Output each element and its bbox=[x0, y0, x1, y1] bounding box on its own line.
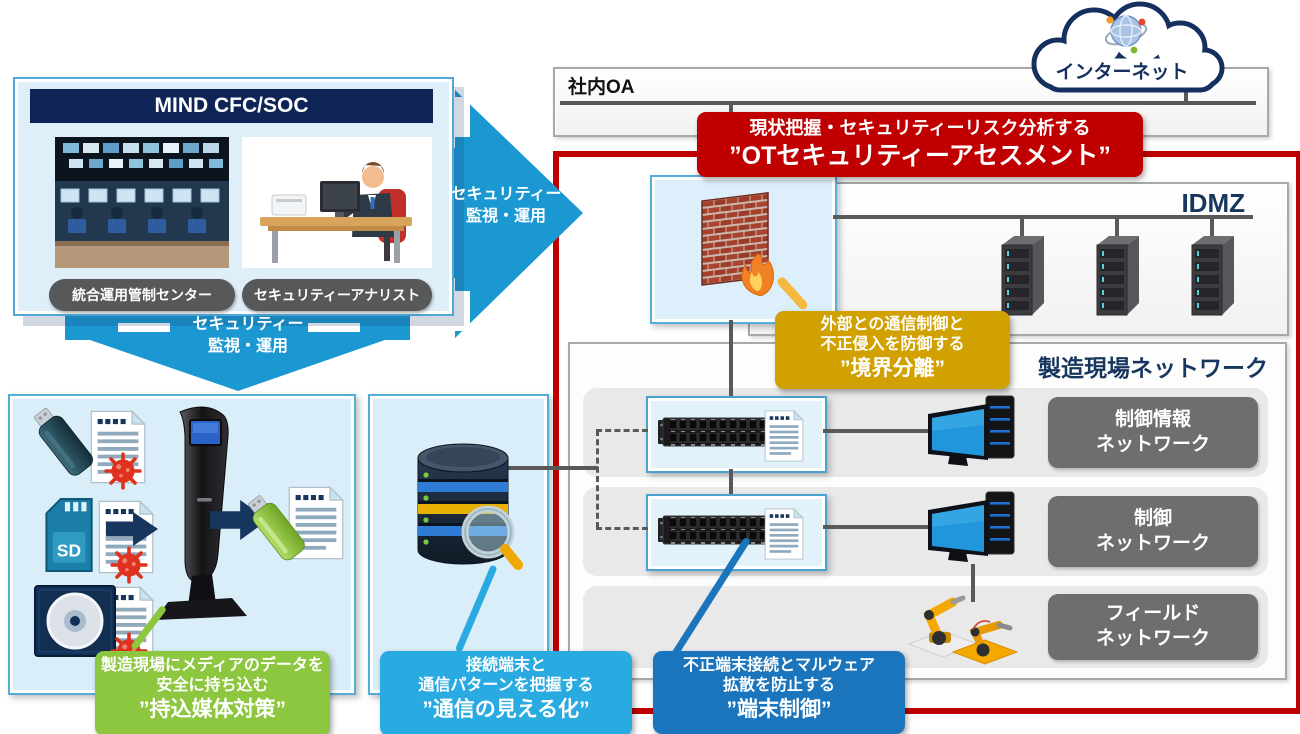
boundary-line1: 外部との通信制御と bbox=[820, 316, 965, 333]
pill-line: ネットワーク bbox=[1095, 532, 1210, 554]
document-icon bbox=[764, 410, 804, 462]
cloud-label: インターネット bbox=[1055, 62, 1189, 83]
workstation-icon bbox=[926, 490, 1022, 566]
server2-stub bbox=[1115, 219, 1119, 236]
ws2-to-robot-line bbox=[971, 564, 975, 602]
pill-line: ネットワーク bbox=[1095, 628, 1210, 649]
firewall-to-idmz-line bbox=[833, 215, 1253, 219]
analyst-label-pill: セキュリティーアナリスト bbox=[242, 279, 432, 311]
media-banner-line2: 安全に持ち込む bbox=[156, 677, 269, 694]
boundary-line2: 不正侵入を防御する bbox=[820, 336, 965, 353]
server-rack-icon bbox=[1000, 233, 1046, 317]
ot-assessment-line1: 現状把握・セキュリティーリスク分析する bbox=[749, 118, 1091, 138]
globe-icon bbox=[1104, 15, 1148, 54]
switch1-to-ws1-line bbox=[823, 429, 937, 433]
mind-soc-panel: MIND CFC/SOC bbox=[13, 77, 454, 316]
media-banner-line3: ”持込媒体対策” bbox=[139, 698, 286, 721]
switch1-to-switch2-line bbox=[729, 469, 733, 494]
control-center-label-pill: 統合運用管制センター bbox=[49, 279, 235, 311]
cd-icon bbox=[34, 585, 116, 657]
security-monitoring-arrow-down bbox=[65, 315, 410, 391]
terminal-banner: 不正端末接続とマルウェア 拡散を防止する ”端末制御” bbox=[653, 651, 905, 734]
switch2-to-ws2-line bbox=[823, 525, 937, 529]
server-rack-icon bbox=[1095, 233, 1141, 317]
idmz-label: IDMZ bbox=[1181, 188, 1245, 218]
arrow-down-line2: 監視・運用 bbox=[207, 338, 288, 355]
pill-line: 制御 bbox=[1133, 507, 1172, 529]
robot-arm-icon bbox=[907, 595, 1019, 665]
workstation-icon bbox=[926, 394, 1022, 470]
visibility-banner: 接続端末と 通信パターンを把握する ”通信の見える化” bbox=[380, 651, 632, 734]
server-rack-icon bbox=[1190, 233, 1236, 317]
analyst-illustration bbox=[242, 137, 432, 268]
control-center-photo bbox=[55, 137, 229, 268]
boundary-banner: 外部との通信制御と 不正侵入を防御する ”境界分離” bbox=[775, 311, 1010, 389]
pill-line: フィールド bbox=[1105, 603, 1201, 625]
server3-stub bbox=[1210, 219, 1214, 236]
usb-clean-icon bbox=[234, 483, 319, 572]
terminal-banner-line2: 拡散を防止する bbox=[722, 677, 835, 694]
tap-dashed-to-switch1 bbox=[596, 429, 648, 432]
usb-infected-icon bbox=[19, 395, 108, 489]
pill-line: 制御情報 bbox=[1114, 408, 1191, 430]
tap-dashed-to-switch2 bbox=[596, 527, 648, 530]
oa-bus-line bbox=[560, 101, 1256, 105]
network-label-pill-field: フィールド ネットワーク bbox=[1048, 594, 1258, 660]
virus-icon bbox=[110, 546, 148, 584]
ot-assessment-line2: ”OTセキュリティーアセスメント” bbox=[729, 142, 1111, 170]
boundary-line3: ”境界分離” bbox=[840, 357, 945, 380]
terminal-banner-line3: ”端末制御” bbox=[726, 698, 832, 721]
server1-stub bbox=[1020, 219, 1024, 236]
mind-title-bar: MIND CFC/SOC bbox=[30, 89, 433, 123]
visibility-banner-line2: 通信パターンを把握する bbox=[418, 677, 594, 694]
firewall-to-switch1-line bbox=[729, 320, 733, 396]
virus-icon bbox=[104, 452, 142, 490]
arrow-right-line1: セキュリティー bbox=[450, 186, 562, 203]
pill-line: ネットワーク bbox=[1095, 433, 1210, 455]
sd-card-icon: SD bbox=[45, 498, 93, 572]
database-icon bbox=[417, 443, 523, 570]
network-label-pill-control: 制御 ネットワーク bbox=[1048, 496, 1258, 567]
arrow-right-label: セキュリティー 監視・運用 bbox=[450, 184, 562, 228]
media-banner: 製造現場にメディアのデータを 安全に持ち込む ”持込媒体対策” bbox=[95, 651, 330, 734]
cloud-drop-line bbox=[1184, 84, 1188, 103]
firewall-icon bbox=[701, 192, 774, 297]
sd-card-label: SD bbox=[57, 541, 81, 561]
arrow-right-line2: 監視・運用 bbox=[465, 208, 546, 225]
visibility-banner-line1: 接続端末と bbox=[465, 657, 546, 674]
tap-dashed-vertical bbox=[596, 430, 599, 528]
arrow-down-label: セキュリティー 監視・運用 bbox=[168, 314, 328, 358]
visibility-banner-line3: ”通信の見える化” bbox=[422, 698, 590, 721]
document-icon bbox=[764, 508, 804, 560]
office-network-label: 社内OA bbox=[568, 77, 635, 98]
media-banner-line1: 製造現場にメディアのデータを bbox=[101, 657, 324, 674]
arrow-down-line1: セキュリティー bbox=[192, 316, 304, 333]
kiosk-icon bbox=[155, 406, 247, 620]
database-tap-line bbox=[500, 466, 598, 470]
ot-assessment-banner: 現状把握・セキュリティーリスク分析する ”OTセキュリティーアセスメント” bbox=[697, 112, 1143, 177]
terminal-banner-line1: 不正端末接続とマルウェア bbox=[682, 657, 875, 674]
factory-network-title: 製造現場ネットワーク bbox=[1038, 355, 1268, 381]
network-label-pill-control-info: 制御情報 ネットワーク bbox=[1048, 397, 1258, 468]
